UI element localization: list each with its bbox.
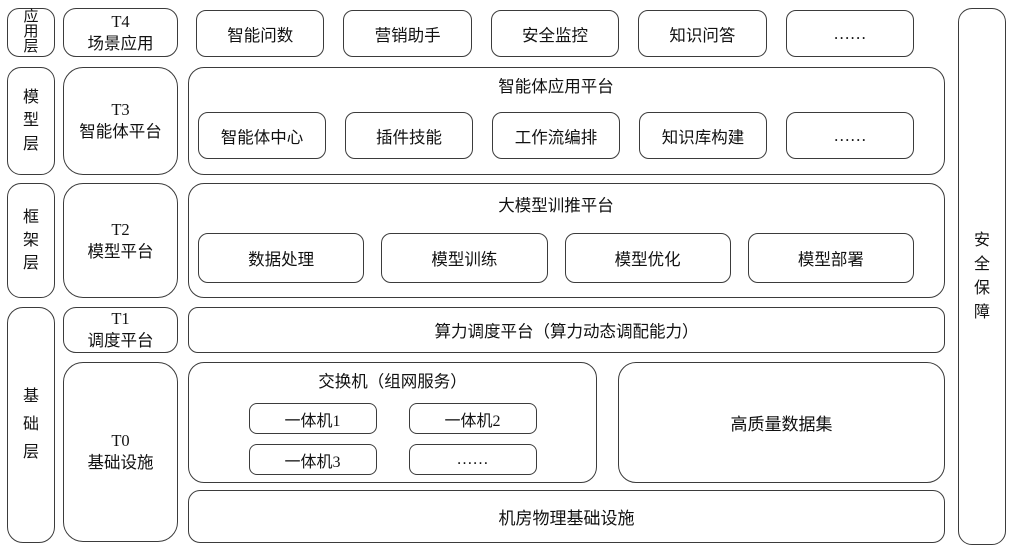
training-platform-title: 大模型训推平台 bbox=[498, 196, 614, 215]
agent-item-plugin-skills: 插件技能 bbox=[345, 112, 473, 159]
tier-t2-code: T2 bbox=[111, 219, 130, 239]
machine-item-1: 一体机1 bbox=[248, 403, 377, 434]
layer-label-application-text: 应用层 bbox=[23, 9, 39, 55]
training-item-model-training: 模型训练 bbox=[381, 233, 548, 283]
security-assurance-label: 安全保障 bbox=[973, 231, 990, 321]
layer-label-infrastructure: 基础层 bbox=[7, 307, 55, 543]
security-assurance-bar: 安全保障 bbox=[958, 8, 1006, 545]
tier-box-t1: T1 调度平台 bbox=[63, 307, 178, 353]
physical-infrastructure-bar: 机房物理基础设施 bbox=[188, 490, 945, 543]
switch-cluster-title: 交换机（组网服务） bbox=[318, 372, 467, 391]
agent-item-agent-center: 智能体中心 bbox=[198, 112, 326, 159]
scheduling-platform-label: 算力调度平台（算力动态调配能力） bbox=[434, 322, 699, 341]
agent-item-ellipsis: …… bbox=[786, 112, 914, 159]
switch-machines-grid: 一体机1 一体机2 一体机3 …… bbox=[189, 403, 596, 475]
app-item-security-monitoring: 安全监控 bbox=[490, 10, 620, 57]
app-item-ellipsis: …… bbox=[785, 10, 915, 57]
app-item-knowledge-qa: 知识问答 bbox=[638, 10, 767, 57]
tier-t0-name: 基础设施 bbox=[87, 453, 154, 472]
machine-item-3: 一体机3 bbox=[248, 444, 377, 475]
agent-item-workflow-orchestration: 工作流编排 bbox=[492, 112, 620, 159]
layer-label-infrastructure-text: 基础层 bbox=[22, 388, 39, 461]
dataset-label: 高质量数据集 bbox=[730, 415, 833, 434]
agent-platform-title: 智能体应用平台 bbox=[498, 77, 614, 96]
layer-label-framework-text: 框架层 bbox=[22, 208, 39, 273]
training-platform-container: 大模型训推平台 数据处理 模型训练 模型优化 模型部署 bbox=[188, 183, 945, 298]
tier-t3-name: 智能体平台 bbox=[79, 122, 162, 141]
training-item-model-deployment: 模型部署 bbox=[747, 233, 914, 283]
tier-t1-code: T1 bbox=[111, 309, 130, 329]
tier-box-t0: T0 基础设施 bbox=[63, 362, 178, 542]
physical-infrastructure-label: 机房物理基础设施 bbox=[498, 509, 635, 528]
scheduling-platform-bar: 算力调度平台（算力动态调配能力） bbox=[188, 307, 945, 353]
agent-item-knowledge-base-building: 知识库构建 bbox=[639, 112, 767, 159]
switch-cluster-container: 交换机（组网服务） 一体机1 一体机2 一体机3 …… bbox=[188, 362, 597, 483]
dataset-container: 高质量数据集 bbox=[618, 362, 945, 483]
tier-t2-name: 模型平台 bbox=[87, 241, 154, 261]
tier-box-t2: T2 模型平台 bbox=[63, 183, 178, 298]
layer-label-model: 模型层 bbox=[7, 67, 55, 175]
layer-label-framework: 框架层 bbox=[7, 183, 55, 298]
tier-box-t3: T3 智能体平台 bbox=[63, 67, 178, 175]
agent-platform-container: 智能体应用平台 智能体中心 插件技能 工作流编排 知识库构建 …… bbox=[188, 67, 945, 175]
tier-box-t4: T4 场景应用 bbox=[63, 8, 178, 57]
tier-t0-code: T0 bbox=[111, 431, 130, 451]
app-item-marketing-assistant: 营销助手 bbox=[343, 10, 472, 57]
application-items-row: 智能问数 营销助手 安全监控 知识问答 …… bbox=[188, 10, 945, 57]
machine-item-ellipsis: …… bbox=[408, 444, 537, 475]
training-item-model-optimization: 模型优化 bbox=[564, 233, 731, 283]
tier-t3-code: T3 bbox=[111, 100, 130, 120]
tier-t1-name: 调度平台 bbox=[87, 331, 154, 350]
tier-t4-name: 场景应用 bbox=[87, 33, 154, 53]
training-platform-items-row: 数据处理 模型训练 模型优化 模型部署 bbox=[198, 233, 914, 283]
layer-label-application: 应用层 bbox=[7, 8, 55, 57]
training-item-data-processing: 数据处理 bbox=[198, 233, 365, 283]
layer-label-model-text: 模型层 bbox=[22, 89, 39, 153]
machine-item-2: 一体机2 bbox=[408, 403, 537, 434]
agent-platform-items-row: 智能体中心 插件技能 工作流编排 知识库构建 …… bbox=[198, 112, 914, 159]
app-item-smart-qa-numbers: 智能问数 bbox=[196, 10, 325, 57]
tier-t4-code: T4 bbox=[111, 11, 130, 31]
